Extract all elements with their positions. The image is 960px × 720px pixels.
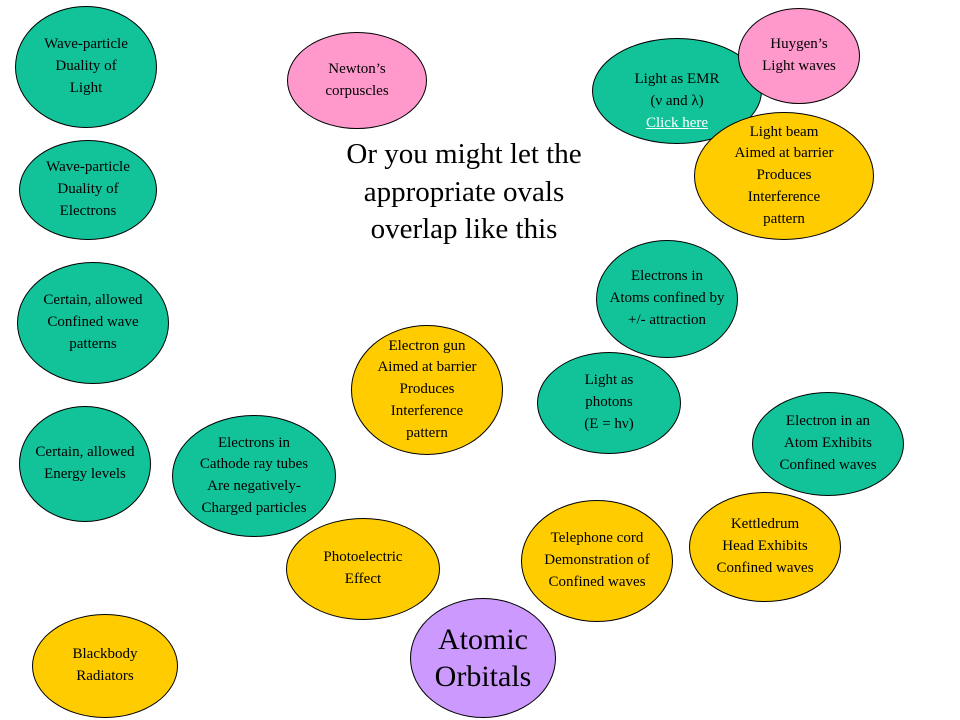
oval-cathode-ray-tubes: Electrons in Cathode ray tubes Are negat… (172, 415, 336, 537)
oval-electrons-in-atoms: Electrons in Atoms confined by +/- attra… (596, 240, 738, 358)
oval-label: Kettledrum Head Exhibits Confined waves (716, 516, 814, 576)
oval-label: Light beam Aimed at barrier Produces Int… (734, 123, 834, 227)
emr-text: Light as EMR (ν and λ) (634, 71, 720, 109)
oval-label: Blackbody Radiators (72, 646, 138, 684)
oval-label: Telephone cord Demonstration of Confined… (544, 530, 650, 590)
oval-light-beam-interference: Light beam Aimed at barrier Produces Int… (694, 112, 874, 240)
oval-telephone-cord: Telephone cord Demonstration of Confined… (521, 500, 673, 622)
oval-label: Light as photons (E = hν) (584, 372, 634, 432)
click-here-link[interactable]: Click here (645, 114, 709, 131)
oval-label: Electron gun Aimed at barrier Produces I… (377, 337, 477, 441)
oval-label: Certain, allowed Energy levels (35, 444, 135, 482)
oval-light-as-photons: Light as photons (E = hν) (537, 352, 681, 454)
oval-electron-in-atom: Electron in an Atom Exhibits Confined wa… (752, 392, 904, 496)
oval-atomic-orbitals: Atomic Orbitals (410, 598, 556, 718)
oval-newton-corpuscles: Newton’s corpuscles (287, 32, 427, 129)
oval-label: Newton’s corpuscles (325, 60, 389, 99)
oval-huygens-light-waves: Huygen’s Light waves (738, 8, 860, 104)
oval-photoelectric-effect: Photoelectric Effect (286, 518, 440, 620)
oval-wave-particle-electrons: Wave-particle Duality of Electrons (19, 140, 157, 240)
oval-confined-wave-patterns: Certain, allowed Confined wave patterns (17, 262, 169, 384)
oval-label: Atomic Orbitals (434, 622, 532, 694)
oval-kettledrum: Kettledrum Head Exhibits Confined waves (689, 492, 841, 602)
oval-electron-gun-interference: Electron gun Aimed at barrier Produces I… (351, 325, 503, 455)
oval-label: Electron in an Atom Exhibits Confined wa… (779, 413, 877, 473)
slide-heading: Or you might let the appropriate ovals o… (346, 138, 582, 246)
oval-light-as-emr: Light as EMR (ν and λ) Click here (592, 38, 762, 144)
oval-label: Photoelectric Effect (323, 549, 403, 587)
oval-label: Electrons in Cathode ray tubes Are negat… (199, 434, 309, 516)
oval-energy-levels: Certain, allowed Energy levels (19, 406, 151, 522)
oval-label: Wave-particle Duality of Electrons (46, 159, 130, 219)
oval-blackbody-radiators: Blackbody Radiators (32, 614, 178, 718)
oval-label: Electrons in Atoms confined by +/- attra… (609, 268, 725, 328)
oval-label: Light as EMR (ν and λ) Click here (635, 48, 720, 135)
oval-label: Wave-particle Duality of Light (44, 36, 128, 96)
oval-wave-particle-light: Wave-particle Duality of Light (15, 6, 157, 128)
oval-label: Huygen’s Light waves (762, 36, 836, 74)
oval-label: Certain, allowed Confined wave patterns (43, 292, 143, 352)
